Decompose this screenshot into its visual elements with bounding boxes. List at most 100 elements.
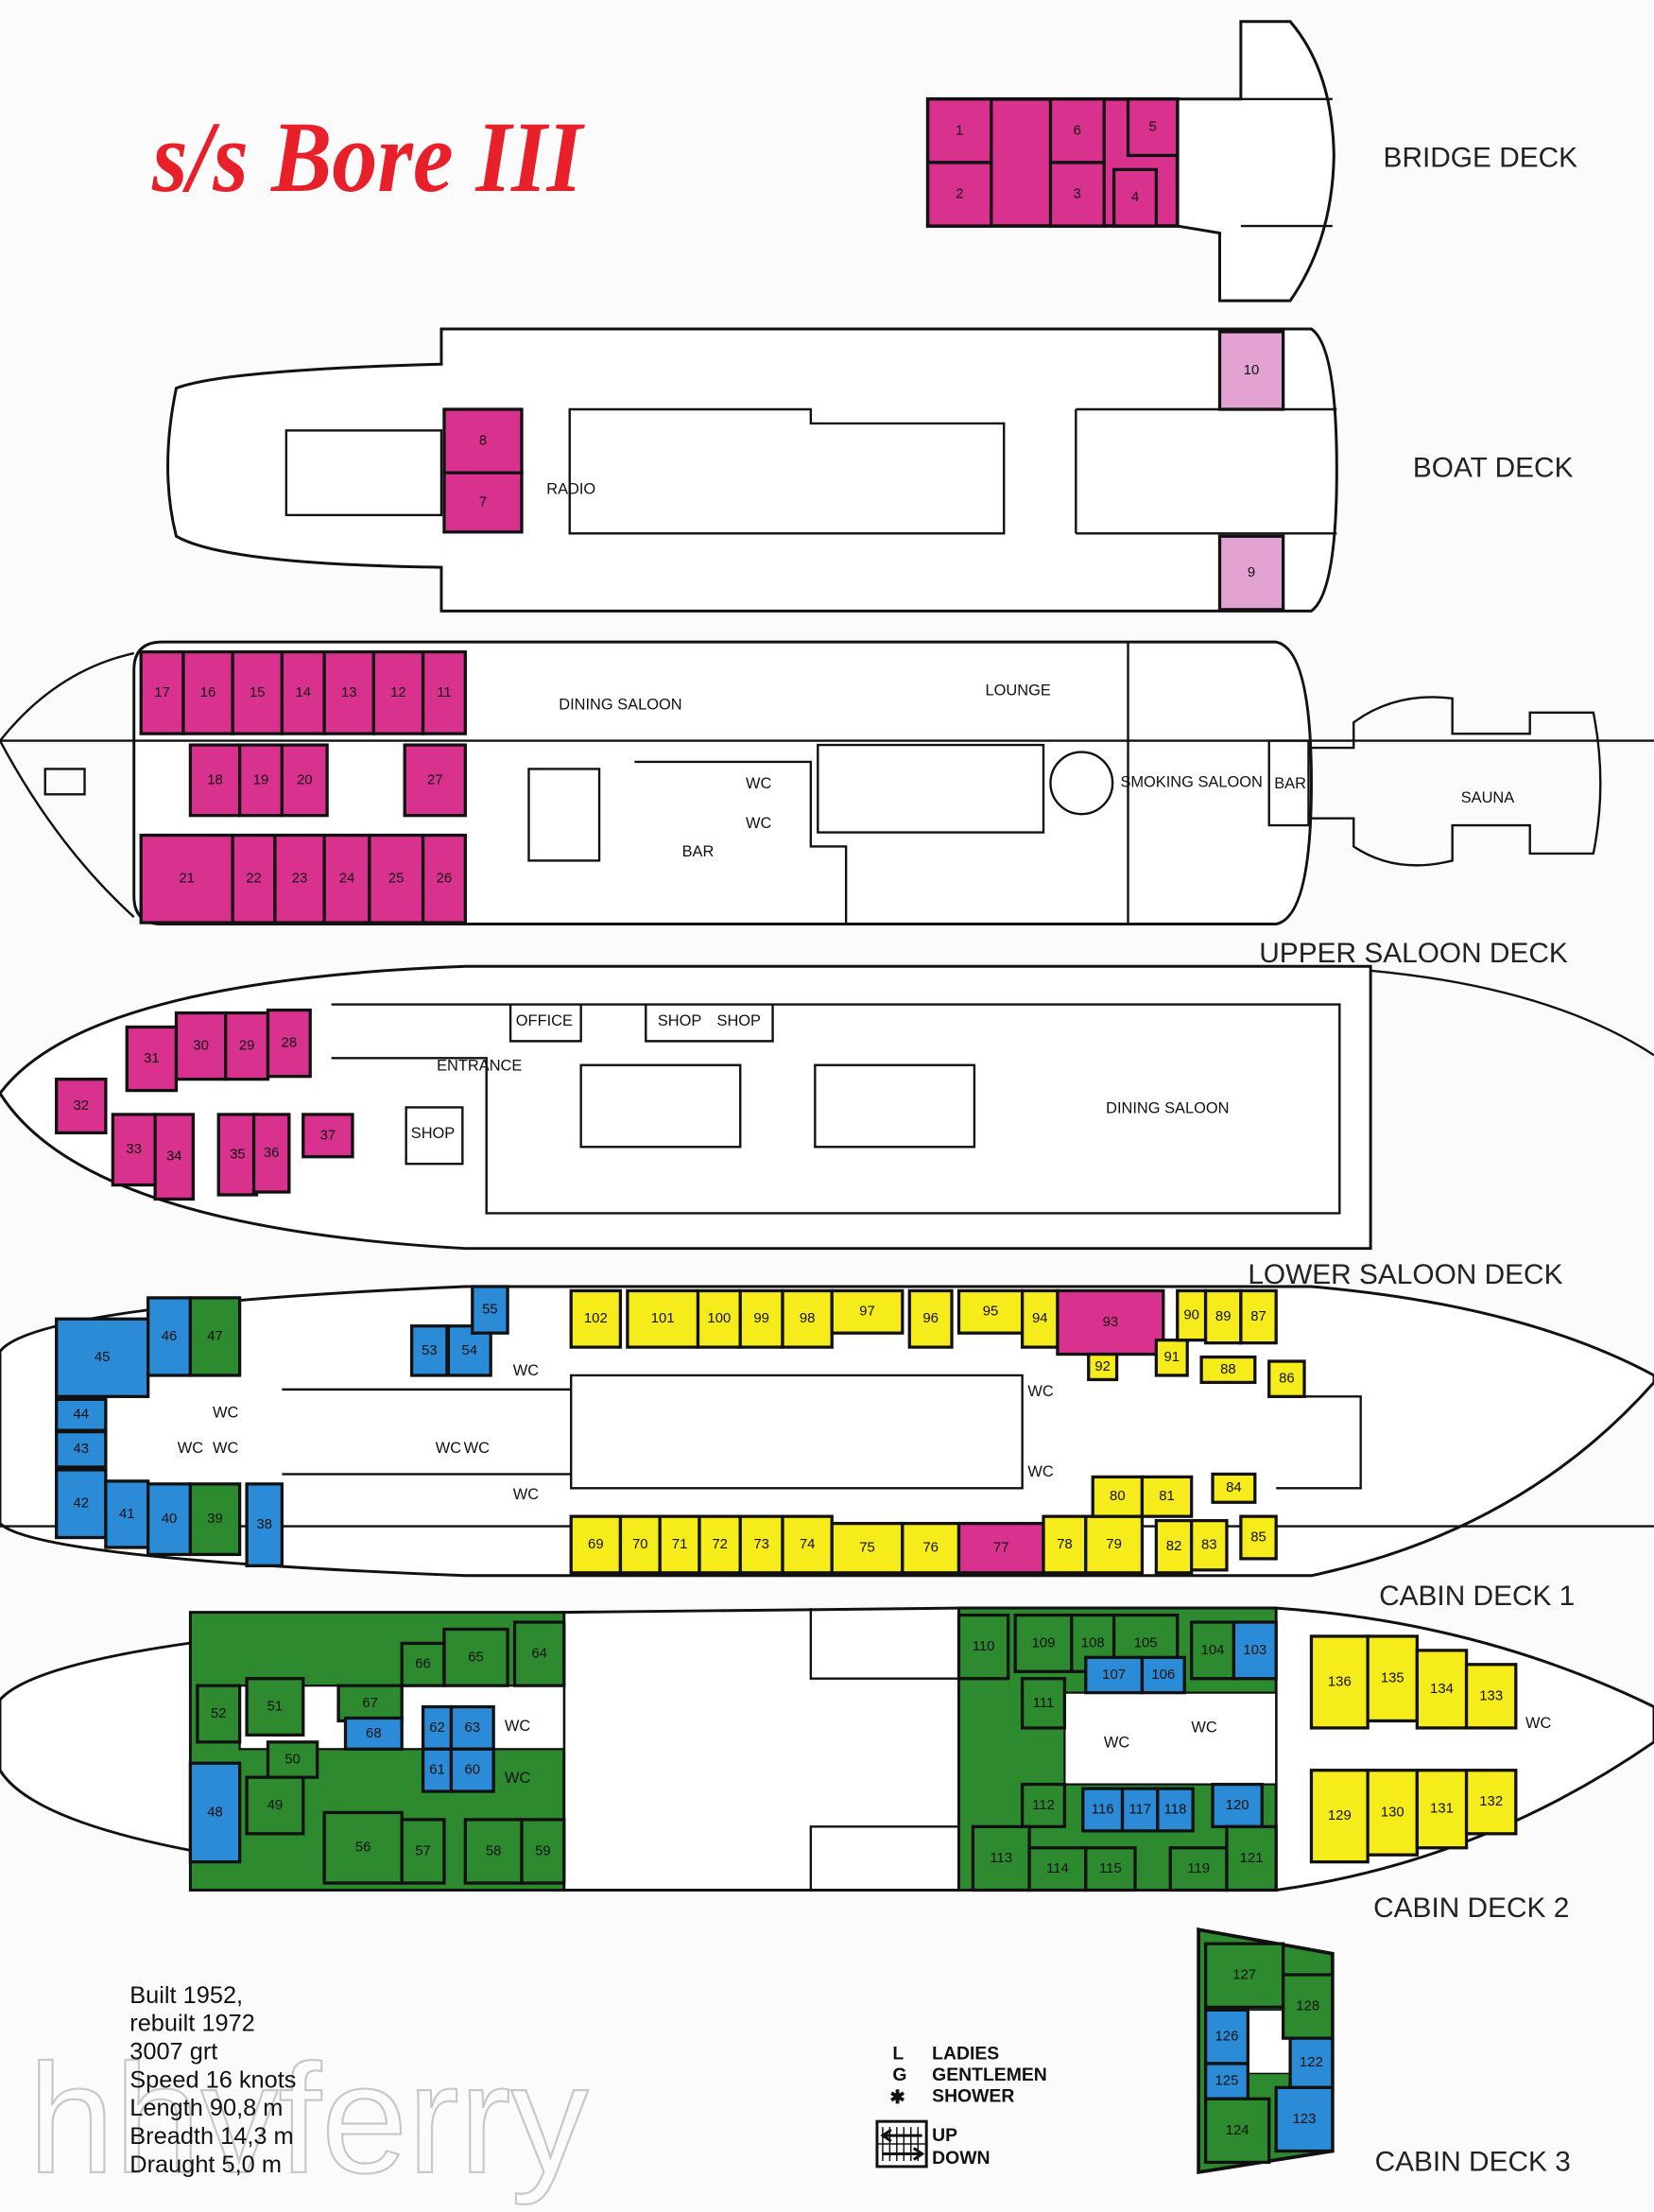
cabin-fill <box>280 743 329 818</box>
cabin-73: 73 <box>738 1514 784 1575</box>
cabin-100: 100 <box>696 1288 742 1349</box>
deck-label-lower-saloon-deck: LOWER SALOON DECK <box>1248 1259 1562 1290</box>
cabin-78: 78 <box>1042 1514 1088 1575</box>
cabin-102: 102 <box>569 1288 623 1349</box>
cabin-number: 44 <box>73 1408 89 1423</box>
cabin-fill <box>188 1482 242 1557</box>
cabin-120: 120 <box>1211 1782 1264 1829</box>
cabin-26: 26 <box>421 833 467 925</box>
spec-line: Speed 16 knots <box>129 2066 296 2093</box>
cabin-number: 108 <box>1081 1635 1105 1650</box>
cabin-number: 41 <box>119 1507 135 1522</box>
cabin-number: 2 <box>956 186 963 201</box>
cabin-number: 24 <box>339 872 355 887</box>
cabin-number: 119 <box>1187 1861 1210 1876</box>
cabin-fill <box>55 1468 108 1540</box>
cabin-number: 25 <box>388 872 405 887</box>
deck-label-cabin-deck-2: CABIN DECK 2 <box>1373 1892 1569 1924</box>
cabin-number: 132 <box>1479 1794 1503 1809</box>
spec-line: Length 90,8 m <box>129 2095 283 2121</box>
cabin-fill <box>1225 1824 1278 1892</box>
cabin-53: 53 <box>409 1324 449 1377</box>
cabin-39: 39 <box>188 1482 242 1557</box>
room-label-dining-saloon: DINING SALOON <box>559 697 681 714</box>
cabin-number: 15 <box>250 685 266 700</box>
shower-icon: ✱ <box>889 2087 905 2108</box>
cabin-number: 118 <box>1164 1802 1187 1817</box>
cabin-84: 84 <box>1211 1472 1257 1504</box>
room-label-wc: WC <box>505 1718 530 1735</box>
cabin-32: 32 <box>55 1078 108 1134</box>
cabin-72: 72 <box>698 1514 742 1575</box>
cabin-88: 88 <box>1199 1355 1257 1385</box>
cabin-83: 83 <box>1190 1518 1229 1572</box>
cabin-number: 111 <box>1033 1696 1055 1711</box>
room-label-entrance: ENTRANCE <box>437 1058 522 1075</box>
cabin-number: 92 <box>1094 1359 1111 1374</box>
cabin-fill <box>336 1684 404 1723</box>
cabin-number: 90 <box>1183 1307 1199 1322</box>
cabin-number: 47 <box>207 1329 223 1344</box>
cabin-number: 7 <box>479 494 487 510</box>
cabin-fill <box>463 1818 524 1885</box>
cabin-fill <box>1203 2097 1271 2165</box>
cabin-number: 33 <box>126 1142 142 1157</box>
cabin-fill <box>1084 1846 1137 1892</box>
cabin-71: 71 <box>658 1514 701 1575</box>
cabin-number: 117 <box>1129 1802 1151 1817</box>
cabin-65: 65 <box>442 1627 509 1687</box>
room-label-wc: WC <box>1027 1383 1053 1400</box>
cabin-131: 131 <box>1415 1769 1469 1850</box>
cabin-number: 17 <box>154 685 170 700</box>
cabin-85: 85 <box>1239 1514 1278 1561</box>
cabin-fill <box>153 1113 196 1201</box>
cabin-106: 106 <box>1140 1655 1186 1695</box>
room-label-wc: WC <box>746 775 771 792</box>
cabin-fill <box>1309 1634 1370 1730</box>
cabin-64: 64 <box>512 1620 566 1687</box>
cabin-number: 71 <box>672 1537 688 1552</box>
cabin-number: 86 <box>1279 1372 1295 1387</box>
cabin-130: 130 <box>1366 1769 1420 1857</box>
room-label-radio: RADIO <box>546 480 595 497</box>
cabin-98: 98 <box>781 1288 834 1349</box>
cabin-fill <box>1154 1339 1189 1377</box>
cabin-fill <box>1154 1518 1194 1575</box>
cabin-number: 36 <box>264 1146 280 1161</box>
cabin-10: 10 <box>1217 330 1285 411</box>
cabin-fill <box>442 471 524 534</box>
cabin-number: 61 <box>429 1763 445 1778</box>
cabin-number: 78 <box>1057 1537 1073 1552</box>
cabin-40: 40 <box>146 1482 193 1557</box>
cabin-number: 3 <box>1074 186 1081 201</box>
cabin-number: 104 <box>1201 1643 1225 1658</box>
cabin-number: 133 <box>1479 1688 1503 1703</box>
cabin-57: 57 <box>400 1818 446 1885</box>
cabin-number: 123 <box>1293 2112 1317 2127</box>
cabin-fill <box>139 649 185 735</box>
cabin-number: 51 <box>267 1699 284 1714</box>
cabin-number: 126 <box>1215 2030 1239 2045</box>
legend-symbol-ladies: L <box>892 2044 904 2065</box>
room-label-wc: WC <box>1027 1463 1053 1480</box>
legend-label-down: DOWN <box>932 2148 990 2169</box>
cabin-fill <box>188 743 242 818</box>
cabin-fill <box>1281 1973 1335 2040</box>
cabin-56: 56 <box>322 1810 404 1885</box>
cabin-47: 47 <box>188 1296 242 1377</box>
cabin-number: 136 <box>1328 1674 1352 1689</box>
cabin-61: 61 <box>421 1747 454 1793</box>
cabin-fill <box>471 1285 509 1335</box>
cabin-fill <box>449 1747 495 1793</box>
cabin-number: 135 <box>1381 1671 1404 1686</box>
cabin-fill <box>196 1684 242 1744</box>
deck-label-cabin-deck-3: CABIN DECK 3 <box>1375 2146 1571 2177</box>
cabin-128: 128 <box>1281 1973 1335 2040</box>
room-label-wc: WC <box>1525 1715 1551 1732</box>
cabin-number: 31 <box>144 1051 160 1066</box>
deck-label-boat-deck: BOAT DECK <box>1413 453 1574 484</box>
cabin-fill <box>658 1514 701 1575</box>
cabin-33: 33 <box>111 1113 157 1187</box>
